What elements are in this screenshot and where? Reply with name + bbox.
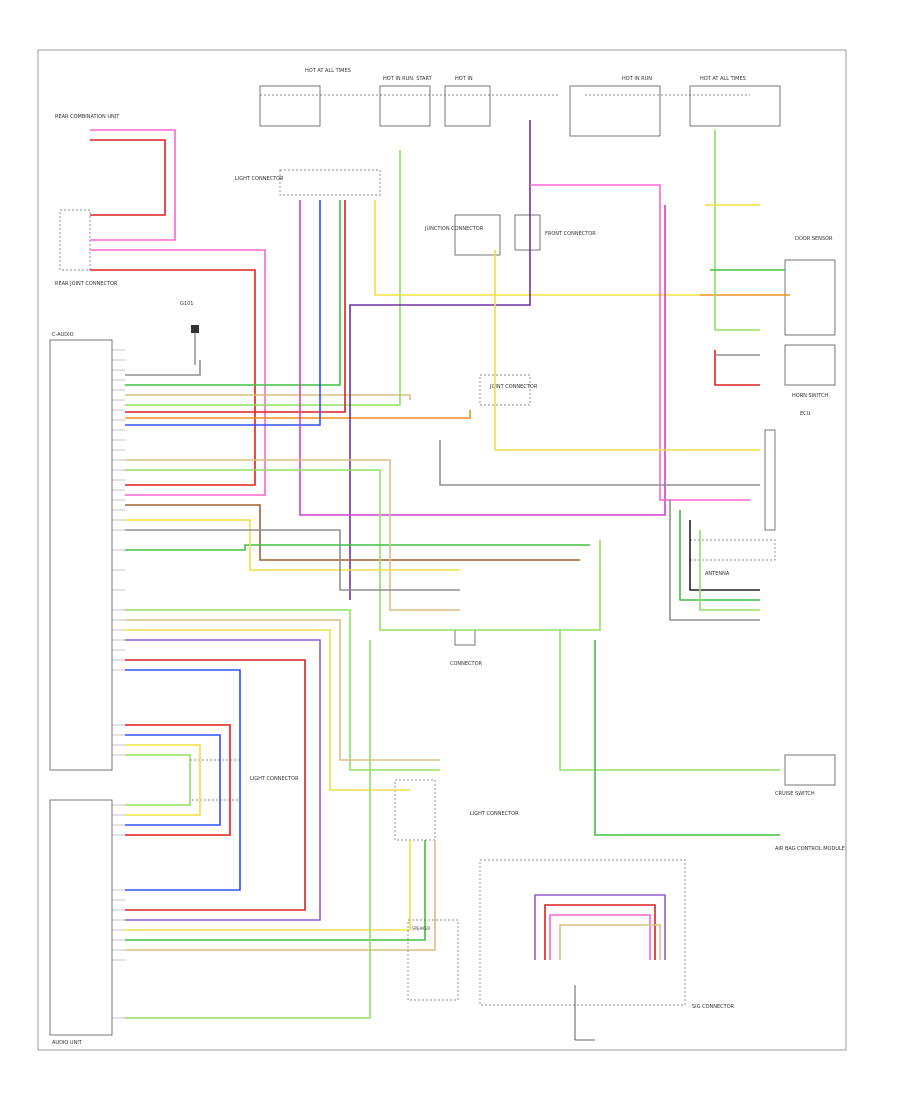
- left-top-connector-label: REAR JOINT CONNECTOR: [55, 281, 118, 287]
- wire-pink-4: [549, 914, 651, 960]
- horn-switch-label: HORN SWITCH: [792, 393, 828, 399]
- left-module-connector: C-AUDIO: [52, 332, 74, 338]
- wire-yellow-1: [374, 200, 700, 296]
- front-connector-label: FRONT CONNECTOR: [545, 231, 596, 237]
- wire-red-2: [90, 269, 256, 486]
- wire-black-1: [689, 520, 760, 591]
- center-lower: [394, 779, 436, 841]
- wire-gray-4: [669, 500, 760, 621]
- wire-blue-1: [125, 200, 321, 426]
- wire-violet-1: [125, 639, 321, 921]
- wire-tan-5: [559, 924, 661, 960]
- wire-green-2: [125, 150, 401, 406]
- left-module-name: AUDIO UNIT: [52, 1040, 83, 1046]
- wire-gray-3: [125, 529, 460, 591]
- fuse-label-1: HOT AT ALL TIMES: [305, 68, 351, 74]
- wire-red-6: [125, 724, 231, 836]
- front-connector: [514, 214, 541, 251]
- door-sensor: [784, 259, 836, 336]
- left-top-connector: REAR JOINT CONNECTOR: [55, 209, 118, 287]
- bottom-right-conn: [479, 859, 686, 1006]
- left-top-note: REAR COMBINATION UNIT: [55, 114, 120, 120]
- wire-green-10: [594, 640, 780, 836]
- wire-green-9: [559, 630, 780, 771]
- wire-red-4: [714, 350, 760, 386]
- wire-gray-1: [125, 360, 201, 376]
- wire-magenta-1: [299, 200, 666, 516]
- speaker-conn: [189, 759, 241, 801]
- wire-orange-1: [125, 410, 471, 419]
- wire-green-8: [699, 530, 760, 611]
- fuse-label-4: HOT IN RUN: [622, 76, 652, 82]
- bottom-connector: [454, 629, 476, 646]
- wire-green-7: [679, 510, 760, 601]
- wire-red-1: [90, 139, 166, 216]
- wire-green-3: [714, 130, 760, 331]
- wire-yellow-3: [494, 250, 760, 451]
- horn-switch: [784, 344, 836, 386]
- ground-symbol: G101: [180, 301, 199, 365]
- wire-tan-2: [125, 459, 460, 611]
- wire-violet-2: [534, 894, 666, 960]
- wire-green-5: [125, 469, 601, 631]
- speaker-conn-label: LIGHT CONNECTOR: [250, 776, 299, 782]
- antenna-amp-label: ANTENNA: [705, 571, 730, 577]
- right-lower-switch: [784, 754, 836, 786]
- wire-green-13: [125, 840, 426, 941]
- wire-pink-1: [90, 129, 176, 241]
- top-fuse-labels: HOT AT ALL TIMES HOT IN RUN, START HOT I…: [259, 68, 781, 137]
- wire-pink-2: [90, 249, 266, 496]
- center-lower-label: LIGHT CONNECTOR: [470, 811, 519, 817]
- diagram-border: [37, 49, 847, 1051]
- wire-tan-4: [125, 840, 436, 951]
- wire-tan-1: [125, 394, 411, 400]
- wire-red-7: [544, 904, 656, 960]
- light-connector-a: [279, 169, 381, 196]
- wire-green-11: [125, 609, 440, 771]
- wire-red-3: [125, 200, 346, 413]
- left-module: C-AUDIO AUDIO UNIT: [49, 332, 113, 1046]
- wire-green-6: [125, 544, 590, 551]
- left-pins: [112, 349, 125, 1019]
- wire-gray-2: [439, 440, 760, 486]
- wire-green-14: [125, 640, 371, 1019]
- right-bottom-module-label: AIR BAG CONTROL MODULE: [775, 846, 845, 852]
- wire-yellow-7: [125, 840, 411, 931]
- fuse-label-3: HOT IN: [455, 76, 473, 82]
- svg-text:SPEAKER: SPEAKER: [412, 926, 430, 931]
- ecu-right: [764, 429, 776, 531]
- wire-blue-2: [125, 669, 241, 891]
- wire-tan-3: [125, 619, 440, 761]
- wire-green-12: [125, 754, 191, 806]
- bottom-ground: [574, 985, 595, 1041]
- junction-connector-b: [454, 214, 501, 256]
- light-connector-a-label: LIGHT CONNECTOR: [235, 176, 284, 182]
- antenna-amp: [689, 539, 776, 561]
- right-lower-switch-label: CRUISE SWITCH: [775, 791, 815, 797]
- wire-pink-3: [530, 184, 750, 501]
- mid-connector: [479, 374, 531, 406]
- ecu-right-label: ECU: [800, 411, 811, 417]
- fuse-label-2: HOT IN RUN, START: [383, 76, 433, 82]
- mid-connector-label: JOINT CONNECTOR: [489, 384, 538, 390]
- wire-purple-1: [349, 120, 531, 600]
- wire-yellow-5: [125, 629, 410, 791]
- wire-yellow-6: [125, 744, 201, 816]
- wire-yellow-4: [125, 519, 460, 571]
- bottom-left-connector: SPEAKER: [407, 919, 459, 1001]
- wires: [90, 120, 790, 1019]
- wire-red-5: [125, 659, 306, 911]
- wire-blue-3: [125, 734, 221, 826]
- wire-brown-1: [125, 504, 580, 561]
- wire-green-1: [125, 200, 341, 386]
- ground-label: G101: [180, 301, 193, 307]
- fuse-label-5: HOT AT ALL TIMES: [700, 76, 746, 82]
- bottom-right-conn-label: SIG CONNECTOR: [692, 1004, 735, 1010]
- bottom-connector-label: CONNECTOR: [450, 661, 483, 667]
- junction-connector-b-label: JUNCTION CONNECTOR: [424, 226, 484, 232]
- door-sensor-label: DOOR SENSOR: [795, 236, 833, 242]
